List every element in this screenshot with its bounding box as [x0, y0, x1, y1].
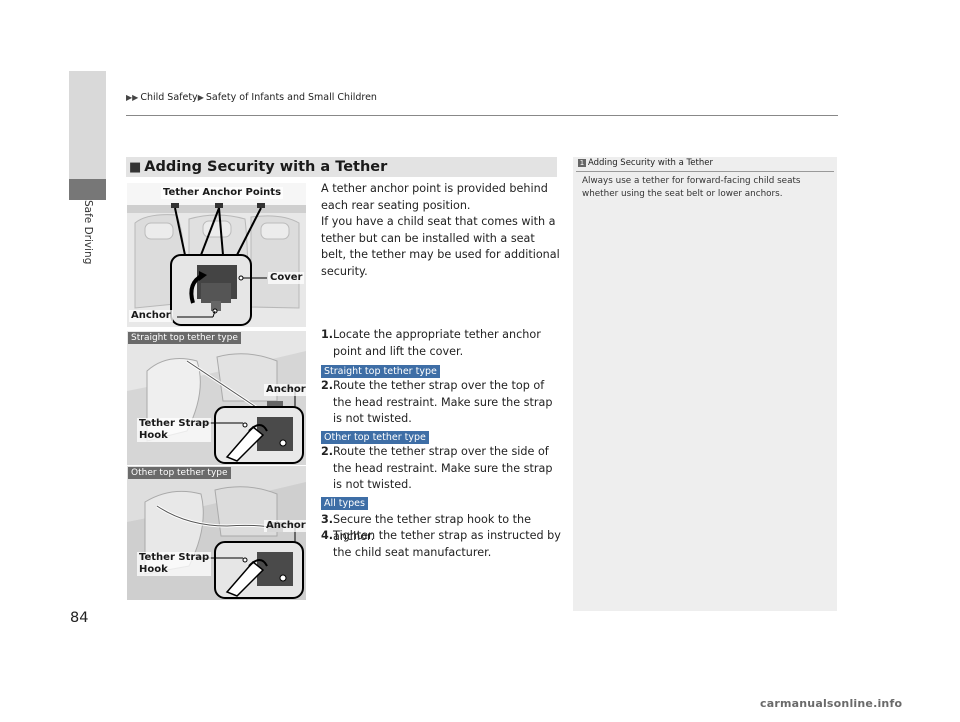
section-side-tab-marker	[69, 179, 106, 200]
header-divider	[126, 115, 838, 116]
watermark: carmanualsonline.info	[760, 697, 903, 710]
step-2-other: 2. Route the tether strap over the side …	[321, 444, 561, 494]
section-title: Adding Security with a Tether	[144, 159, 388, 175]
step-number: 2.	[321, 445, 334, 458]
note-text: Always use a tether for forward-facing c…	[582, 176, 801, 199]
step-text: Route the tether strap over the side of …	[333, 445, 553, 491]
step-number: 3.	[321, 513, 334, 526]
other-tether-illustration	[127, 466, 306, 600]
step-text: Locate the appropriate tether anchor poi…	[333, 328, 541, 358]
breadcrumb-item-child-safety[interactable]: Child Safety	[140, 92, 198, 103]
straight-tether-illustration	[127, 331, 306, 465]
breadcrumb-item-current: Safety of Infants and Small Children	[205, 92, 377, 103]
label-cover: Cover	[268, 272, 305, 284]
sidebar-note-box	[573, 157, 837, 611]
step-4: 4. Tighten the tether strap as instructe…	[321, 528, 566, 561]
step-text: Secure the tether strap hook to the anch…	[333, 513, 532, 543]
step-3: 3. Secure the tether strap hook to the a…	[321, 512, 566, 545]
label-anchor: Anchor	[264, 384, 306, 396]
step-number: 1.	[321, 328, 334, 341]
section-side-tab	[69, 71, 106, 200]
intro-paragraph-1: A tether anchor point is provided behind…	[321, 182, 548, 212]
intro-text: A tether anchor point is provided behind…	[321, 181, 561, 280]
tag-all-types: All types	[321, 497, 368, 510]
step-2-straight: 2. Route the tether strap over the top o…	[321, 378, 561, 428]
label-anchor: Anchor	[264, 520, 306, 532]
label-line-1: Tether Strap	[139, 418, 210, 429]
label-tether-strap-hook: Tether Strap Hook	[137, 418, 212, 442]
section-heading: ■ Adding Security with a Tether	[126, 157, 557, 177]
step-number: 2.	[321, 379, 334, 392]
side-section-label: Safe Driving	[82, 200, 94, 265]
step-1: 1. Locate the appropriate tether anchor …	[321, 327, 561, 360]
figure-straight-top-tether: Straight top tether type Anchor Tether S…	[127, 331, 306, 465]
figure-caption-other: Other top tether type	[128, 467, 231, 479]
figure-tether-anchor-points: Tether Anchor Points Cover Anchor	[127, 183, 306, 327]
step-text: Tighten the tether strap as instructed b…	[333, 529, 561, 559]
page-number: 84	[70, 610, 89, 626]
label-line-2: Hook	[139, 430, 168, 441]
intro-paragraph-2: If you have a child seat that comes with…	[321, 215, 560, 278]
note-title-text: Adding Security with a Tether	[588, 158, 713, 168]
tag-other-top-tether: Other top tether type	[321, 431, 429, 444]
square-bullet-icon: ■	[129, 159, 142, 175]
label-tether-strap-hook: Tether Strap Hook	[137, 552, 212, 576]
step-text: Route the tether strap over the top of t…	[333, 379, 553, 425]
rear-seat-illustration	[127, 183, 306, 327]
figure-caption-straight: Straight top tether type	[128, 332, 241, 344]
breadcrumb-arrow-icon: ▶	[197, 93, 204, 102]
label-anchor: Anchor	[129, 310, 173, 322]
note-divider	[576, 171, 834, 172]
label-tether-anchor-points: Tether Anchor Points	[161, 187, 284, 199]
label-line-1: Tether Strap	[139, 552, 210, 563]
breadcrumb: ▶▶Child Safety▶Safety of Infants and Sma…	[126, 92, 377, 103]
tag-straight-top-tether: Straight top tether type	[321, 365, 440, 378]
label-line-2: Hook	[139, 564, 168, 575]
reference-icon: 1	[578, 159, 586, 167]
step-number: 4.	[321, 529, 334, 542]
breadcrumb-arrow-icon: ▶▶	[126, 93, 139, 102]
figure-other-top-tether: Other top tether type Anchor Tether Stra…	[127, 466, 306, 600]
